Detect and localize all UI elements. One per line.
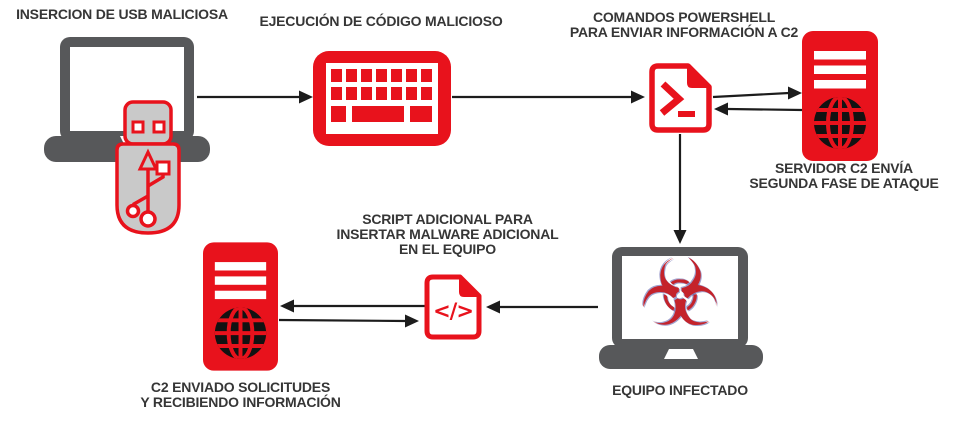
label-line: EJECUCIÓN DE CÓDIGO MALICIOSO xyxy=(259,13,503,29)
label-infected-machine: EQUIPO INFECTADO xyxy=(578,383,782,398)
label-line: SEGUNDA FASE DE ATAQUE xyxy=(749,175,939,191)
label-line: COMANDOS POWERSHELL xyxy=(592,9,776,25)
script-file-icon xyxy=(424,274,482,340)
usb-drive-icon xyxy=(115,100,181,235)
arrow-laptop-to-keyboard xyxy=(197,90,313,104)
powershell-file-icon xyxy=(649,63,712,133)
label-line: C2 ENVIADO SOLICITUDES xyxy=(150,379,331,395)
arrow-infected-to-script xyxy=(486,300,598,314)
label-additional-script: SCRIPT ADICIONAL PARA INSERTAR MALWARE A… xyxy=(325,212,570,257)
code-glyph: </> xyxy=(433,298,474,323)
c2-server-left-icon xyxy=(203,242,278,371)
keyboard-icon xyxy=(313,51,451,146)
label-line: INSERCION DE USB MALICIOSA xyxy=(16,6,228,22)
arrow-powershell-to-server xyxy=(712,86,802,100)
biohazard-icon: ☣ xyxy=(638,240,722,347)
globe-icon xyxy=(814,97,866,149)
label-code-execution: EJECUCIÓN DE CÓDIGO MALICIOSO xyxy=(250,14,512,29)
infected-laptop-icon xyxy=(599,247,763,369)
arrow-script-to-c2left xyxy=(280,299,425,313)
label-line: Y RECIBIENDO INFORMACIÓN xyxy=(140,394,341,410)
label-powershell-commands: COMANDOS POWERSHELL PARA ENVIAR INFORMAC… xyxy=(556,10,812,40)
arrow-keyboard-to-powershell xyxy=(452,90,645,104)
arrow-c2left-to-script xyxy=(278,314,419,328)
label-line: PARA ENVIAR INFORMACIÓN A C2 xyxy=(569,24,799,40)
arrow-server-to-powershell xyxy=(714,102,803,116)
label-line: EN EL EQUIPO xyxy=(399,241,496,257)
label-c2-server-left: C2 ENVIADO SOLICITUDES Y RECIBIENDO INFO… xyxy=(118,380,363,410)
c2-server-right-icon xyxy=(802,31,878,161)
label-c2-server-right: SERVIDOR C2 ENVÍA SEGUNDA FASE DE ATAQUE xyxy=(731,161,956,191)
globe-icon xyxy=(214,307,267,359)
laptop-usb-icon xyxy=(44,37,210,235)
arrow-powershell-to-infected xyxy=(673,134,687,244)
label-line: SCRIPT ADICIONAL PARA xyxy=(362,211,533,227)
usb-trident-icon xyxy=(125,148,171,228)
label-line: EQUIPO INFECTADO xyxy=(612,382,748,398)
label-usb-insertion: INSERCION DE USB MALICIOSA xyxy=(6,7,238,22)
label-line: INSERTAR MALWARE ADICIONAL xyxy=(336,226,559,242)
label-line: SERVIDOR C2 ENVÍA xyxy=(775,160,913,176)
